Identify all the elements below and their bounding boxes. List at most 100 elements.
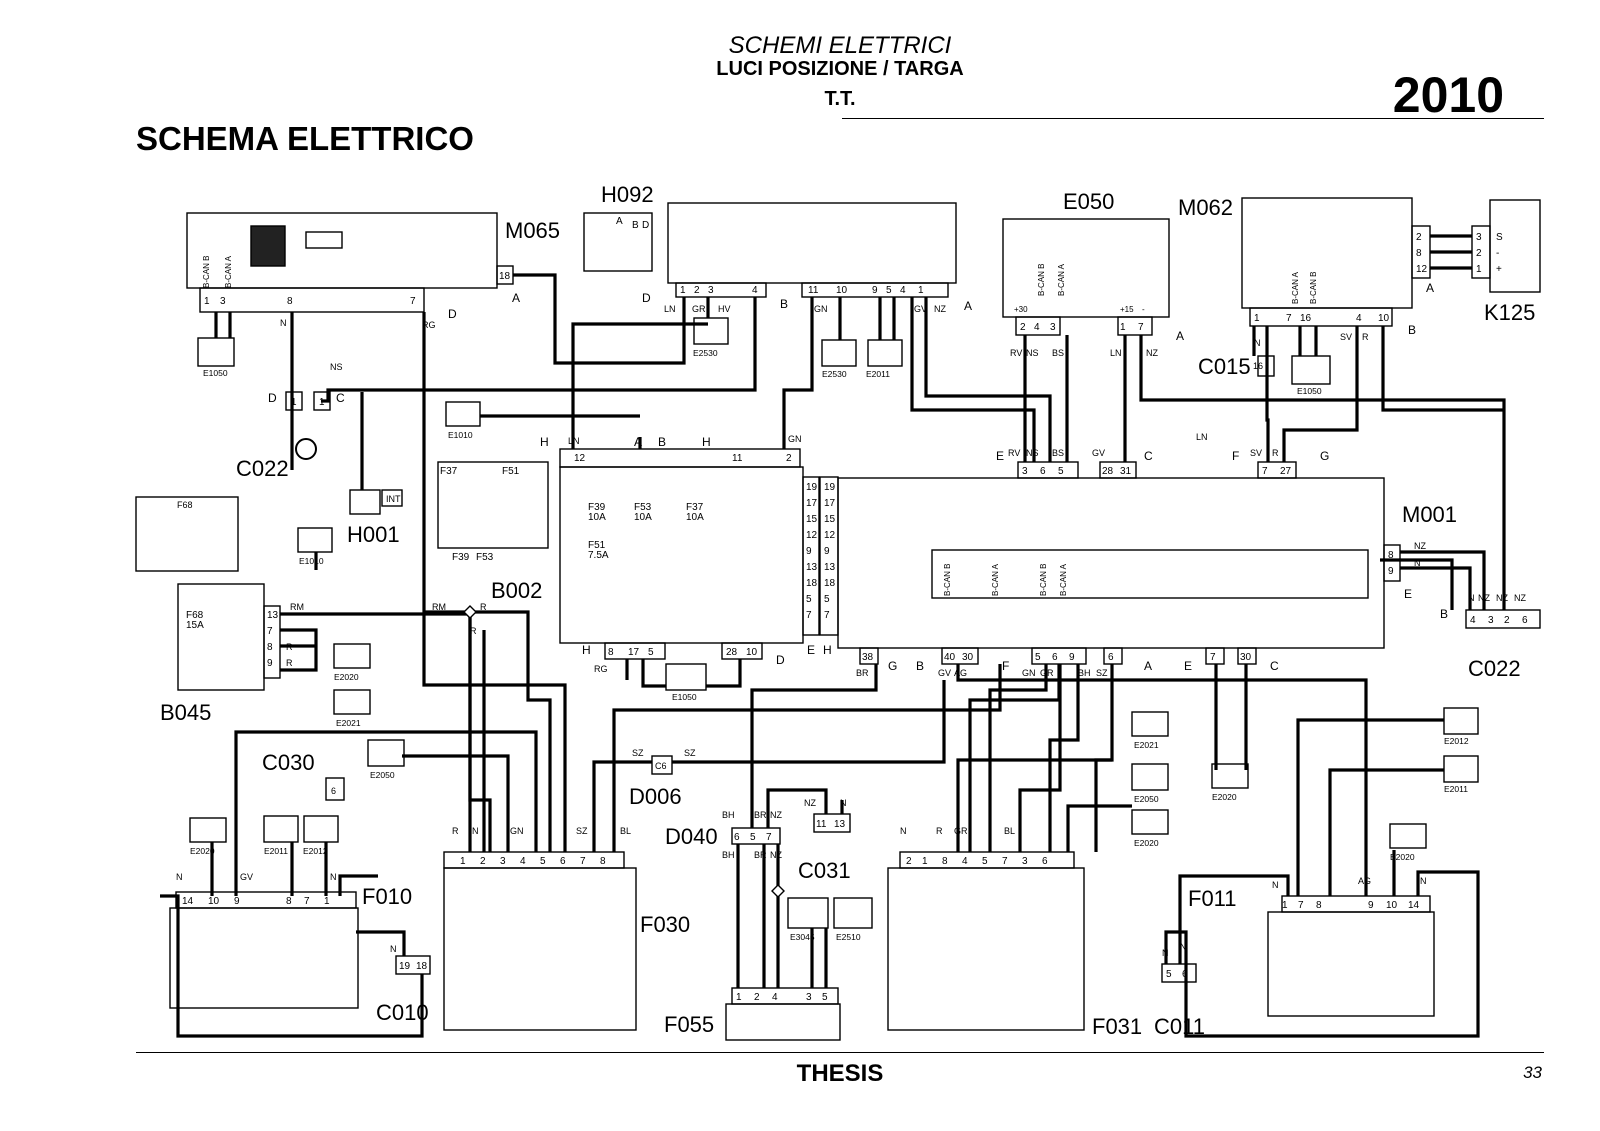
- b002-right-pin-7: 5: [806, 594, 812, 605]
- wire-tag-71: N: [1414, 558, 1421, 568]
- e2020-symbol-b: [189, 817, 227, 843]
- d006-pin: [651, 755, 673, 775]
- m001-bottom-pin-2: 30: [962, 652, 974, 663]
- m001-bottom-pin-0: 38: [862, 652, 874, 663]
- h001-label: H001: [347, 522, 400, 547]
- connector-ref-8: B: [1408, 323, 1416, 337]
- symbol-tag-11: E2020: [334, 672, 359, 682]
- wire-tag-70: NZ: [1414, 541, 1426, 551]
- f030-pin-5: 6: [560, 856, 566, 867]
- wire-tag-46: BR: [754, 810, 767, 820]
- f010-pin-5: 1: [324, 896, 330, 907]
- wire-tag-36: BH: [1078, 668, 1091, 678]
- m065-text-0: B-CAN B: [202, 256, 211, 288]
- symbol-tag-18: E2050: [370, 770, 395, 780]
- wire-tag-22: SV: [1250, 448, 1262, 458]
- m001-bottom-pin-6: 6: [1108, 652, 1114, 663]
- symbol-tag-6: E2530: [822, 369, 847, 379]
- c010-pins: [395, 955, 431, 975]
- wire-tag-44: BL: [620, 826, 631, 836]
- m001-text-3: B-CAN A: [1059, 563, 1068, 596]
- connector-ref-15: C: [1144, 449, 1153, 463]
- h092-pins-a: [675, 282, 767, 298]
- e050-pin-1: 4: [1034, 322, 1040, 333]
- m062-pin-1: 7: [1286, 313, 1292, 324]
- wire-tag-12: LN: [1110, 348, 1122, 358]
- m001-top-pins-a: [1017, 461, 1079, 479]
- wire-tag-20: BS: [1052, 448, 1064, 458]
- f011-pin-0: 1: [1282, 900, 1288, 911]
- wire-tag-41: N: [472, 826, 479, 836]
- c022b-pin-0: 4: [1470, 615, 1476, 626]
- b002-fuse-1: 10A: [588, 512, 606, 523]
- f68-box: [135, 496, 239, 572]
- m062-text-1: B-CAN B: [1309, 272, 1318, 304]
- fusebox-label-1: F51: [502, 466, 520, 477]
- wire-tag-2: RG: [422, 320, 436, 330]
- m065-body: [186, 212, 498, 289]
- c031-pin-0: 11: [816, 819, 827, 830]
- c015-label: C015: [1198, 354, 1251, 379]
- m065-text-1: B-CAN A: [224, 255, 233, 288]
- m001-top-pins-b: [1099, 461, 1137, 479]
- symbol-tag-13: E2020: [1134, 838, 1159, 848]
- b045-pin-3: 9: [267, 658, 273, 669]
- connector-ref-12: B: [658, 435, 666, 449]
- wire-tag-8: NZ: [934, 304, 946, 314]
- e2011-symbol-c: [1443, 755, 1479, 783]
- wire-tag-1: NS: [330, 362, 343, 372]
- symbol-tag-14: E2020: [1212, 792, 1237, 802]
- c022a-label: C022: [236, 456, 289, 481]
- wire-tag-5: HV: [718, 304, 731, 314]
- f031-pin-4: 5: [982, 856, 988, 867]
- m001-pins-40-30: [941, 647, 979, 665]
- e050-body: [1002, 218, 1170, 318]
- connector-ref-28: E: [1404, 587, 1412, 601]
- wire-tag-47: NZ: [770, 810, 782, 820]
- symbol-tag-22: E2510: [836, 932, 861, 942]
- fusebox-label-3: F53: [476, 552, 494, 563]
- m001-label: M001: [1402, 502, 1457, 527]
- m001-left-pin-2: 15: [824, 514, 836, 525]
- symbol-tag-8: E2011: [264, 846, 288, 856]
- m065-pin-3: 7: [410, 296, 416, 307]
- e2530-symbol-b: [821, 339, 857, 367]
- wire-tag-17: LN: [568, 436, 580, 446]
- symbol-tag-16: E2021: [336, 718, 361, 728]
- wire-tag-73: LN: [1196, 432, 1208, 442]
- e050-label: E050: [1063, 189, 1114, 214]
- k125-body: [1489, 199, 1541, 293]
- connector-ref-1: D: [448, 307, 457, 321]
- wire-tag-42: GN: [510, 826, 524, 836]
- c022a-pin-1a: [285, 391, 303, 411]
- symbol-tag-12: E2020: [190, 846, 215, 856]
- wire-tag-32: GV: [938, 668, 951, 678]
- m001-left-pin-3: 12: [824, 530, 836, 541]
- e050-text-0: +30: [1014, 305, 1028, 314]
- m001-text-2: B-CAN B: [1039, 564, 1048, 596]
- doc-title: LUCI POSIZIONE / TARGA: [716, 58, 964, 80]
- m065-label: M065: [505, 218, 560, 243]
- doc-subtitle: SCHEMI ELETTRICI: [728, 32, 952, 59]
- symbol-tag-17: E2021: [1134, 740, 1159, 750]
- m062-pin-0: 1: [1254, 313, 1260, 324]
- h092-pin-3: 4: [752, 285, 758, 296]
- f031-pin-6: 3: [1022, 856, 1028, 867]
- splice-point-b: [771, 884, 785, 898]
- wire-tag-66: N: [1468, 593, 1475, 603]
- wire-tag-30: RG: [594, 664, 608, 674]
- b002-right-pin-4: 9: [806, 546, 812, 557]
- m001-right-pin-0: 8: [1388, 550, 1394, 561]
- f031-label: F031: [1092, 1014, 1142, 1039]
- c010-pin-1: 18: [416, 961, 428, 972]
- m062-side-pin-1: 8: [1416, 248, 1422, 259]
- h092-pin-7: 5: [886, 285, 892, 296]
- f055-label: F055: [664, 1012, 714, 1037]
- wire-tag-11: BS: [1052, 348, 1064, 358]
- e2021-symbol-b: [1131, 711, 1169, 737]
- b002-right-pin-2: 15: [806, 514, 818, 525]
- wire-tag-3: LN: [664, 304, 676, 314]
